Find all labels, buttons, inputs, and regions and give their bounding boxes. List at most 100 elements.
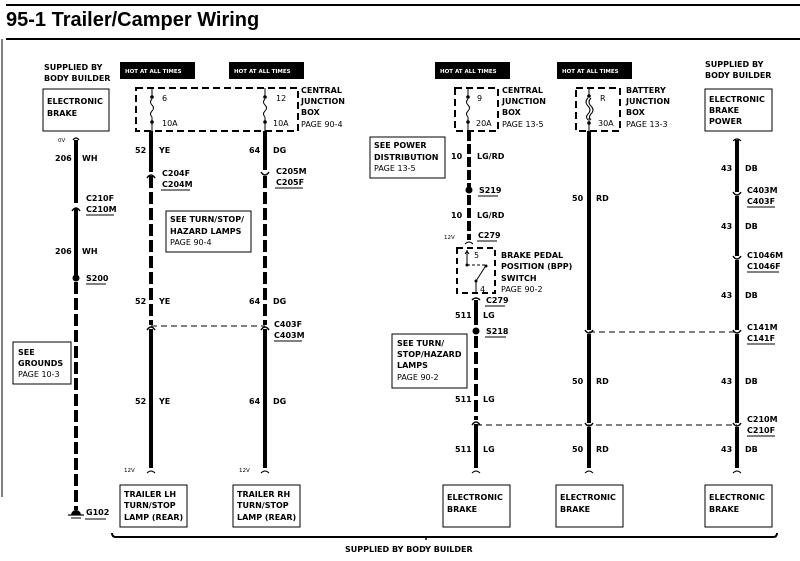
svg-text:R: R [600,94,606,103]
svg-text:10A: 10A [162,119,178,128]
svg-text:SEE: SEE [18,348,35,357]
svg-text:C204F: C204F [162,169,190,178]
see-turn-stop-hazard-reference-1[interactable]: SEE TURN/STOP/ HAZARD LAMPS PAGE 90-4 [165,210,252,253]
svg-text:50: 50 [572,194,584,203]
svg-text:TRAILER LH: TRAILER LH [124,490,176,499]
electronic-brake-left-box: ELECTRONIC BRAKE [42,88,110,132]
svg-text:PAGE 13-5: PAGE 13-5 [374,164,416,173]
svg-text:BRAKE: BRAKE [709,505,739,514]
svg-text:10: 10 [451,152,463,161]
svg-text:HOT AT ALL TIMES: HOT AT ALL TIMES [125,69,182,75]
svg-text:DB: DB [745,291,758,300]
svg-text:PAGE 13-5: PAGE 13-5 [502,120,544,129]
svg-text:C205F: C205F [276,178,304,187]
svg-text:C279: C279 [478,231,501,240]
svg-text:ELECTRONIC: ELECTRONIC [447,493,503,502]
see-grounds-reference[interactable]: SEE GROUNDS PAGE 10-3 [12,341,72,385]
svg-text:ELECTRONIC: ELECTRONIC [47,97,103,106]
svg-text:C210M: C210M [747,415,778,424]
svg-text:206: 206 [55,154,72,163]
fuse-icon [466,98,470,118]
svg-text:C210F: C210F [747,426,775,435]
svg-text:BRAKE PEDAL: BRAKE PEDAL [501,251,563,260]
wire-511-lg: C279 511 LG S218 511 LG 511 LG [455,296,509,474]
svg-text:TURN/STOP: TURN/STOP [237,501,289,510]
svg-text:BRAKE: BRAKE [709,106,739,115]
svg-text:10: 10 [451,211,463,220]
svg-text:C279: C279 [486,296,509,305]
svg-text:WH: WH [82,154,98,163]
svg-text:64: 64 [249,397,261,406]
svg-text:PAGE 90-4: PAGE 90-4 [301,120,343,129]
svg-text:S219: S219 [479,186,502,195]
electronic-brake-box-2: ELECTRONIC BRAKE [555,484,624,528]
svg-text:LG/RD: LG/RD [477,211,505,220]
svg-text:HOT AT ALL TIMES: HOT AT ALL TIMES [440,69,497,75]
svg-text:PAGE 13-3: PAGE 13-3 [626,120,668,129]
electronic-brake-power-box: ELECTRONIC BRAKE POWER [704,88,773,132]
svg-text:64: 64 [249,146,261,155]
svg-text:SUPPLIED BY: SUPPLIED BY [44,63,103,72]
svg-text:JUNCTION: JUNCTION [300,97,345,106]
see-power-distribution-reference[interactable]: SEE POWER DISTRIBUTION PAGE 13-5 [369,136,446,179]
svg-text:206: 206 [55,247,72,256]
central-junction-box-1: CENTRAL JUNCTION BOX PAGE 90-4 6 10A 12 … [135,86,345,132]
svg-text:511: 511 [455,311,472,320]
svg-text:LG: LG [483,311,495,320]
svg-text:DB: DB [745,164,758,173]
trailer-lh-turn-stop-lamp-box: TRAILER LH TURN/STOP LAMP (REAR) [119,484,188,528]
svg-text:S200: S200 [86,274,109,283]
svg-text:CENTRAL: CENTRAL [502,86,543,95]
svg-text:0V: 0V [58,138,65,144]
svg-text:SEE TURN/: SEE TURN/ [397,339,444,348]
hot-label-3: HOT AT ALL TIMES [435,62,510,79]
svg-text:GROUNDS: GROUNDS [18,359,63,368]
svg-text:C210M: C210M [86,205,117,214]
svg-text:6: 6 [162,94,167,103]
svg-text:C403M: C403M [747,186,778,195]
svg-text:ELECTRONIC: ELECTRONIC [709,95,765,104]
svg-text:LAMP (REAR): LAMP (REAR) [237,513,296,522]
svg-text:C1046F: C1046F [747,262,781,271]
svg-text:YE: YE [158,397,170,406]
svg-text:511: 511 [455,395,472,404]
wire-52-ye: 52 YE 52 YE 52 YE C204F C204M 12V [124,131,193,474]
wire-206-wh: 0V 206 WH 206 WH C210F C210M S200 [55,137,117,510]
page-title: 95-1 Trailer/Camper Wiring [6,9,260,31]
electronic-brake-box-3: ELECTRONIC BRAKE [704,484,773,528]
svg-text:DB: DB [745,377,758,386]
fuse-icon [585,97,594,121]
svg-text:ELECTRONIC: ELECTRONIC [560,493,616,502]
svg-text:5: 5 [474,251,479,260]
svg-text:LG: LG [483,395,495,404]
supplied-by-label-left: SUPPLIED BY BODY BUILDER [44,63,110,83]
svg-text:RD: RD [596,445,609,454]
battery-junction-box: BATTERY JUNCTION BOX PAGE 13-3 R 30A [575,86,670,132]
svg-text:C1046M: C1046M [747,251,783,260]
svg-text:43: 43 [721,222,732,231]
svg-text:9: 9 [477,94,482,103]
svg-text:43: 43 [721,377,732,386]
svg-text:LAMPS: LAMPS [397,361,428,370]
svg-text:HOT AT ALL TIMES: HOT AT ALL TIMES [234,69,291,75]
see-turn-stop-hazard-reference-2[interactable]: SEE TURN/ STOP/HAZARD LAMPS PAGE 90-2 [391,333,468,389]
central-junction-box-2: CENTRAL JUNCTION BOX PAGE 13-5 9 20A [454,86,546,132]
svg-text:10A: 10A [273,119,289,128]
svg-text:50: 50 [572,377,584,386]
svg-text:HOT AT ALL TIMES: HOT AT ALL TIMES [562,69,619,75]
svg-text:C403M: C403M [274,331,305,340]
svg-text:S218: S218 [486,327,509,336]
svg-text:50: 50 [572,445,584,454]
wire-10-lgrd: 10 LG/RD 10 LG/RD S219 C279 12V [444,131,505,245]
svg-text:HAZARD LAMPS: HAZARD LAMPS [170,227,242,236]
svg-text:BODY BUILDER: BODY BUILDER [44,74,110,83]
svg-text:RD: RD [596,194,609,203]
svg-text:BODY BUILDER: BODY BUILDER [705,71,771,80]
hot-label-1: HOT AT ALL TIMES [120,62,195,79]
electronic-brake-box-1: ELECTRONIC BRAKE [442,484,511,528]
supplied-by-label-right: SUPPLIED BY BODY BUILDER [705,60,771,80]
svg-text:PAGE 90-4: PAGE 90-4 [170,238,212,247]
hot-label-4: HOT AT ALL TIMES [557,62,632,79]
svg-text:12V: 12V [239,468,250,474]
svg-text:20A: 20A [476,119,492,128]
